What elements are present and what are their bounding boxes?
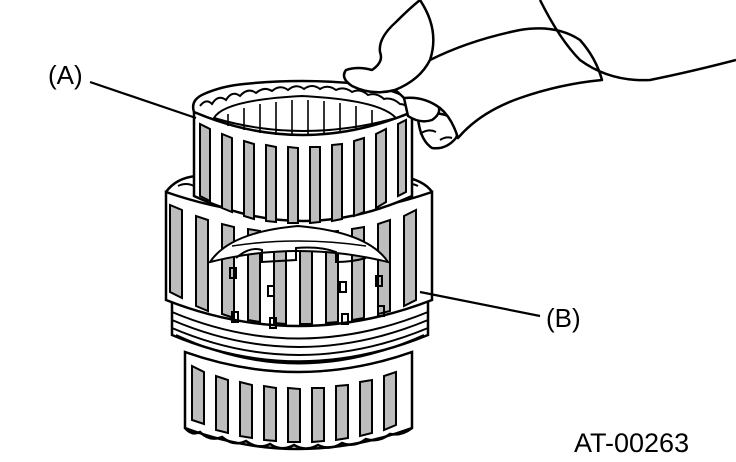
leader-line-a [89,80,197,120]
figure-code: AT-00263 [574,428,689,458]
leader-line-b [419,290,541,318]
hand-illustration [342,0,736,150]
callout-a-label: (A) [48,60,83,90]
drive-gear [183,350,414,451]
callout-b-label: (B) [546,303,581,333]
ring-gear-a [191,79,415,225]
clutch-drum-b [164,170,434,329]
